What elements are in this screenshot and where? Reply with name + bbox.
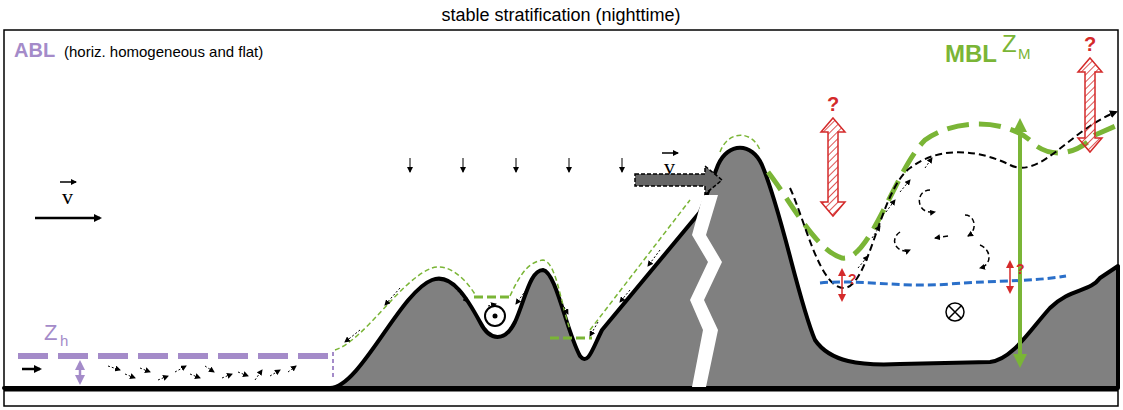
height-subscript: M bbox=[1018, 46, 1031, 61]
diagram-title: stable stratification (nighttime) bbox=[441, 6, 680, 24]
question-mark: ? bbox=[1084, 34, 1096, 54]
velocity-symbol: v bbox=[664, 156, 675, 178]
region-label: ABL bbox=[14, 40, 55, 60]
region-note: (horiz. homogeneous and flat) bbox=[64, 44, 263, 59]
height-subscript: h bbox=[60, 333, 68, 348]
height-symbol: Z bbox=[44, 322, 57, 344]
question-mark: ? bbox=[827, 94, 839, 114]
region-label: MBL bbox=[945, 42, 997, 66]
question-mark: ? bbox=[848, 272, 857, 286]
question-mark: ? bbox=[1016, 262, 1025, 276]
velocity-symbol: v bbox=[62, 186, 73, 208]
height-symbol: Z bbox=[1002, 32, 1017, 56]
